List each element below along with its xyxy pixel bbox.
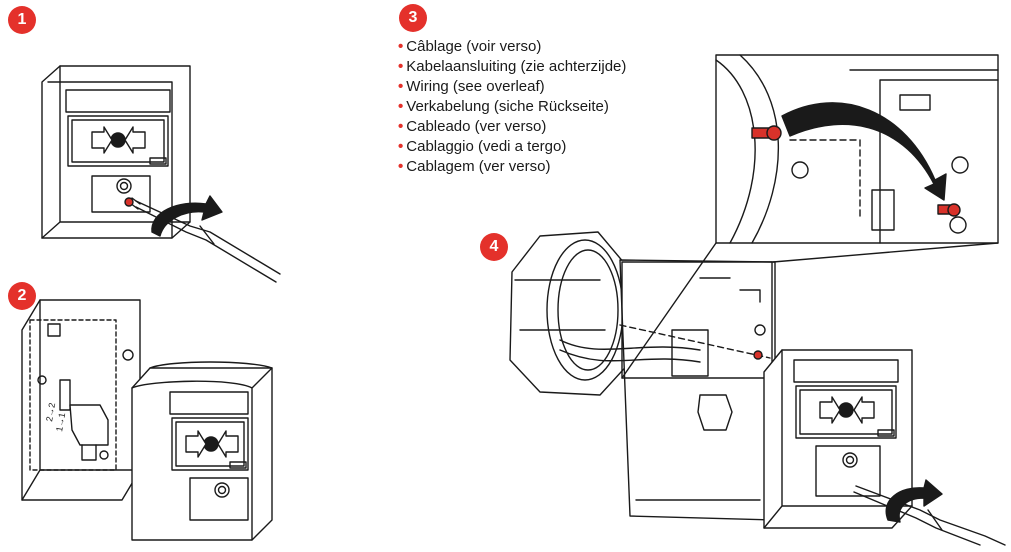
step-2-badge: 2 xyxy=(8,282,36,310)
terminal-label-2: 2→2 xyxy=(44,402,57,422)
step-3-badge: 3 xyxy=(399,4,427,32)
step1-device xyxy=(41,65,191,239)
press-arrow-icon xyxy=(819,396,875,424)
screw-icon xyxy=(751,125,961,217)
step2-backplate xyxy=(21,299,141,501)
step4-cables xyxy=(559,339,701,363)
wiring-note-de: •Verkabelung (siche Rückseite) xyxy=(398,98,609,115)
rotation-arrow-icon xyxy=(151,195,223,237)
wiring-note-nl: •Kabelaansluiting (zie achterzijde) xyxy=(398,58,627,75)
wiring-note-en: •Wiring (see overleaf) xyxy=(398,78,545,95)
screwdriver-icon xyxy=(124,197,281,283)
wiring-note-it: •Cablaggio (vedi a tergo) xyxy=(398,138,567,155)
press-arrow-icon xyxy=(185,430,239,458)
step-1-badge: 1 xyxy=(8,6,36,34)
press-arrow-icon xyxy=(91,126,146,154)
rotation-arrow-icon xyxy=(781,102,947,201)
wiring-notes-list: •Câblage (voir verso) •Kabelaansluiting … xyxy=(398,37,626,177)
step4-wall-box xyxy=(509,231,633,396)
rotation-arrow-icon xyxy=(885,479,943,523)
step2-front-cover xyxy=(131,361,273,541)
wiring-note-es: •Cableado (ver verso) xyxy=(398,118,547,135)
wiring-note-pt: •Cablagem (ver verso) xyxy=(398,158,551,175)
step4-front-cover xyxy=(763,349,913,529)
wiring-note-fr: •Câblage (voir verso) xyxy=(398,38,542,55)
terminal-label-1: 1→1 xyxy=(54,412,67,432)
step-4-badge: 4 xyxy=(480,233,508,261)
zoom-connector xyxy=(621,242,999,379)
step4-backplate xyxy=(619,259,776,521)
